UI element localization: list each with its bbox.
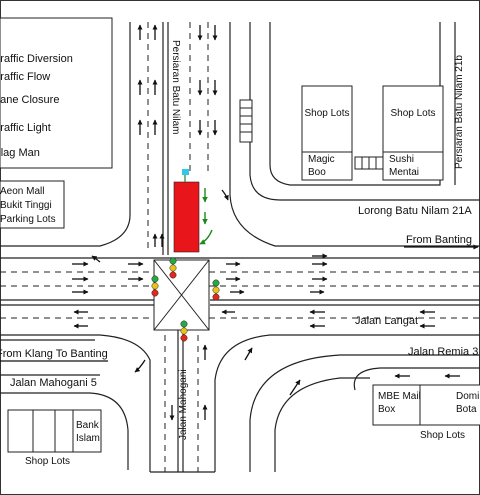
jalan-mahogani-label: Jalan Mahogani bbox=[178, 369, 189, 440]
shop-lots-sushi-mentai: Shop Lots Sushi Mentai bbox=[382, 85, 444, 181]
parking-stripes bbox=[239, 99, 384, 170]
persiaran-batu-nilam-label: Persiaran Batu Nilam bbox=[170, 40, 181, 134]
legend: Traffic Diversion Traffic Flow Lane Clos… bbox=[0, 17, 113, 169]
traffic-flow-arrows bbox=[72, 24, 460, 421]
from-banting-label: From Banting bbox=[406, 234, 472, 246]
flag-man-icon bbox=[182, 169, 189, 175]
traffic-light-west bbox=[151, 275, 159, 297]
legend-lane-closure: Lane Closure bbox=[0, 94, 59, 106]
from-klang-label: From Klang To Banting bbox=[0, 348, 108, 360]
jalan-langat-road: Jalan Langat From Banting From Klang To … bbox=[0, 234, 480, 472]
jalan-langat-label: Jalan Langat bbox=[355, 315, 418, 327]
svg-text:Bota: Bota bbox=[456, 404, 477, 415]
svg-text:Islam: Islam bbox=[76, 433, 100, 444]
lorong-batu-nilam-label: Lorong Batu Nilam 21A bbox=[358, 205, 472, 217]
traffic-light-east bbox=[212, 279, 220, 301]
svg-text:Bank: Bank bbox=[76, 420, 100, 431]
svg-text:Boo: Boo bbox=[308, 167, 326, 178]
traffic-light-south bbox=[180, 320, 188, 342]
svg-text:Magic: Magic bbox=[308, 154, 335, 165]
shop-lots-bottom-left-label: Shop Lots bbox=[25, 456, 70, 467]
svg-text:Shop Lots: Shop Lots bbox=[390, 108, 435, 119]
diversion-arrows bbox=[199, 188, 213, 245]
side-road-right: Persiaran Batu Nilam 21b bbox=[249, 22, 480, 201]
svg-text:Shop Lots: Shop Lots bbox=[304, 108, 349, 119]
svg-text:Domi: Domi bbox=[456, 391, 479, 402]
legend-traffic-diversion: Traffic Diversion bbox=[0, 53, 73, 65]
aeon-mall-parking: Aeon Mall Bukit Tinggi Parking Lots bbox=[0, 180, 65, 229]
svg-text:Sushi: Sushi bbox=[389, 154, 414, 165]
legend-traffic-light: Traffic Light bbox=[0, 122, 51, 134]
jalan-remia-label: Jalan Remia 3 bbox=[408, 346, 478, 358]
svg-text:Box: Box bbox=[378, 404, 395, 415]
svg-text:MBE Mail: MBE Mail bbox=[378, 391, 421, 402]
shop-lots-bank-islam: Bank Islam Shop Lots bbox=[7, 409, 102, 467]
shop-lots-mbe: MBE Mail Box Domi Bota Shop Lots bbox=[372, 384, 480, 441]
traffic-light-north bbox=[169, 257, 177, 279]
north-road: Persiaran Batu Nilam bbox=[0, 22, 480, 255]
shop-lots-magic-boo: Shop Lots Magic Boo bbox=[301, 85, 353, 181]
svg-text:Aeon Mall: Aeon Mall bbox=[0, 186, 44, 197]
lane-closure bbox=[173, 181, 200, 253]
jalan-mahogani-5-label: Jalan Mahogani 5 bbox=[10, 377, 97, 389]
jalan-remia-road: Jalan Remia 3 bbox=[249, 346, 480, 472]
svg-text:Bukit Tinggi: Bukit Tinggi bbox=[0, 200, 52, 211]
jalan-mahogani-road: Jalan Mahogani bbox=[150, 330, 215, 473]
intersection-box bbox=[153, 259, 210, 331]
shop-lots-bottom-right-label: Shop Lots bbox=[420, 430, 465, 441]
svg-text:Mentai: Mentai bbox=[389, 167, 419, 178]
legend-traffic-flow: Traffic Flow bbox=[0, 71, 50, 83]
jalan-mahogani-5-road: Jalan Mahogani 5 bbox=[0, 374, 129, 470]
persiaran-batu-nilam-21b-label: Persiaran Batu Nilam 21b bbox=[454, 55, 465, 169]
svg-text:Parking Lots: Parking Lots bbox=[0, 214, 56, 225]
legend-flag-man: Flag Man bbox=[0, 147, 40, 159]
